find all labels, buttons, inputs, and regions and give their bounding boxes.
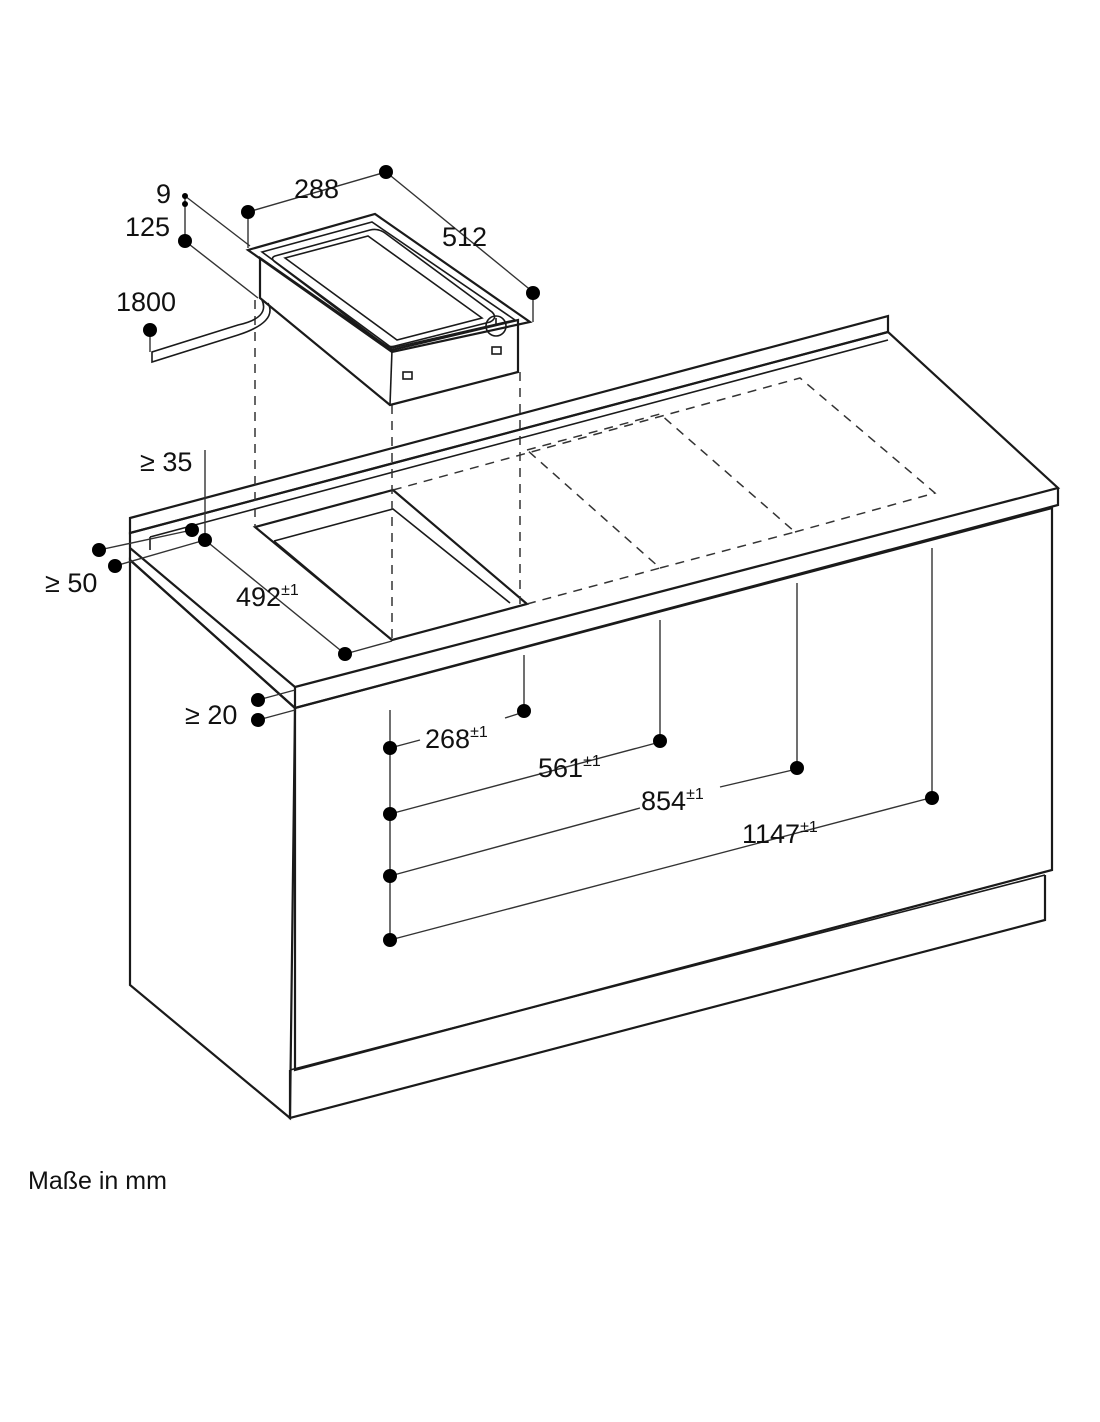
label-125: 125 [125,212,170,242]
projection-lines [254,300,521,640]
tolerance-1147: ±1 [800,819,818,836]
appliance [151,212,533,407]
tolerance-854: ±1 [686,786,704,803]
dashed-module-outlines [392,377,937,605]
label-268: 268 [425,724,470,754]
label-512: 512 [442,222,487,252]
label-1147: 1147 [742,819,800,849]
svg-text:1147±1: 1147±1 [742,819,818,849]
tolerance-561: ±1 [583,753,601,770]
tolerance-268: ±1 [470,724,488,741]
label-492: 492 [236,582,281,612]
svg-text:854±1: 854±1 [641,786,704,816]
label-min-50: ≥ 50 [45,568,97,598]
countertop [128,314,1061,710]
svg-text:561±1: 561±1 [538,753,601,783]
label-1800: 1800 [116,287,176,317]
units-caption: Maße in mm [28,1167,167,1195]
tolerance-492: ±1 [281,582,299,599]
label-min-20: ≥ 20 [185,700,237,730]
dimension-labels: 9 125 288 512 1800 ≥ 35 ≥ 50 ≥ 20 492±1 … [45,174,818,849]
label-288: 288 [294,174,339,204]
svg-text:492±1: 492±1 [236,582,299,612]
label-854: 854 [641,786,686,816]
dimension-markers [92,165,939,947]
label-9: 9 [156,179,171,209]
label-min-35: ≥ 35 [140,447,192,477]
label-561: 561 [538,753,583,783]
svg-text:268±1: 268±1 [425,724,488,754]
cutout [252,488,530,642]
